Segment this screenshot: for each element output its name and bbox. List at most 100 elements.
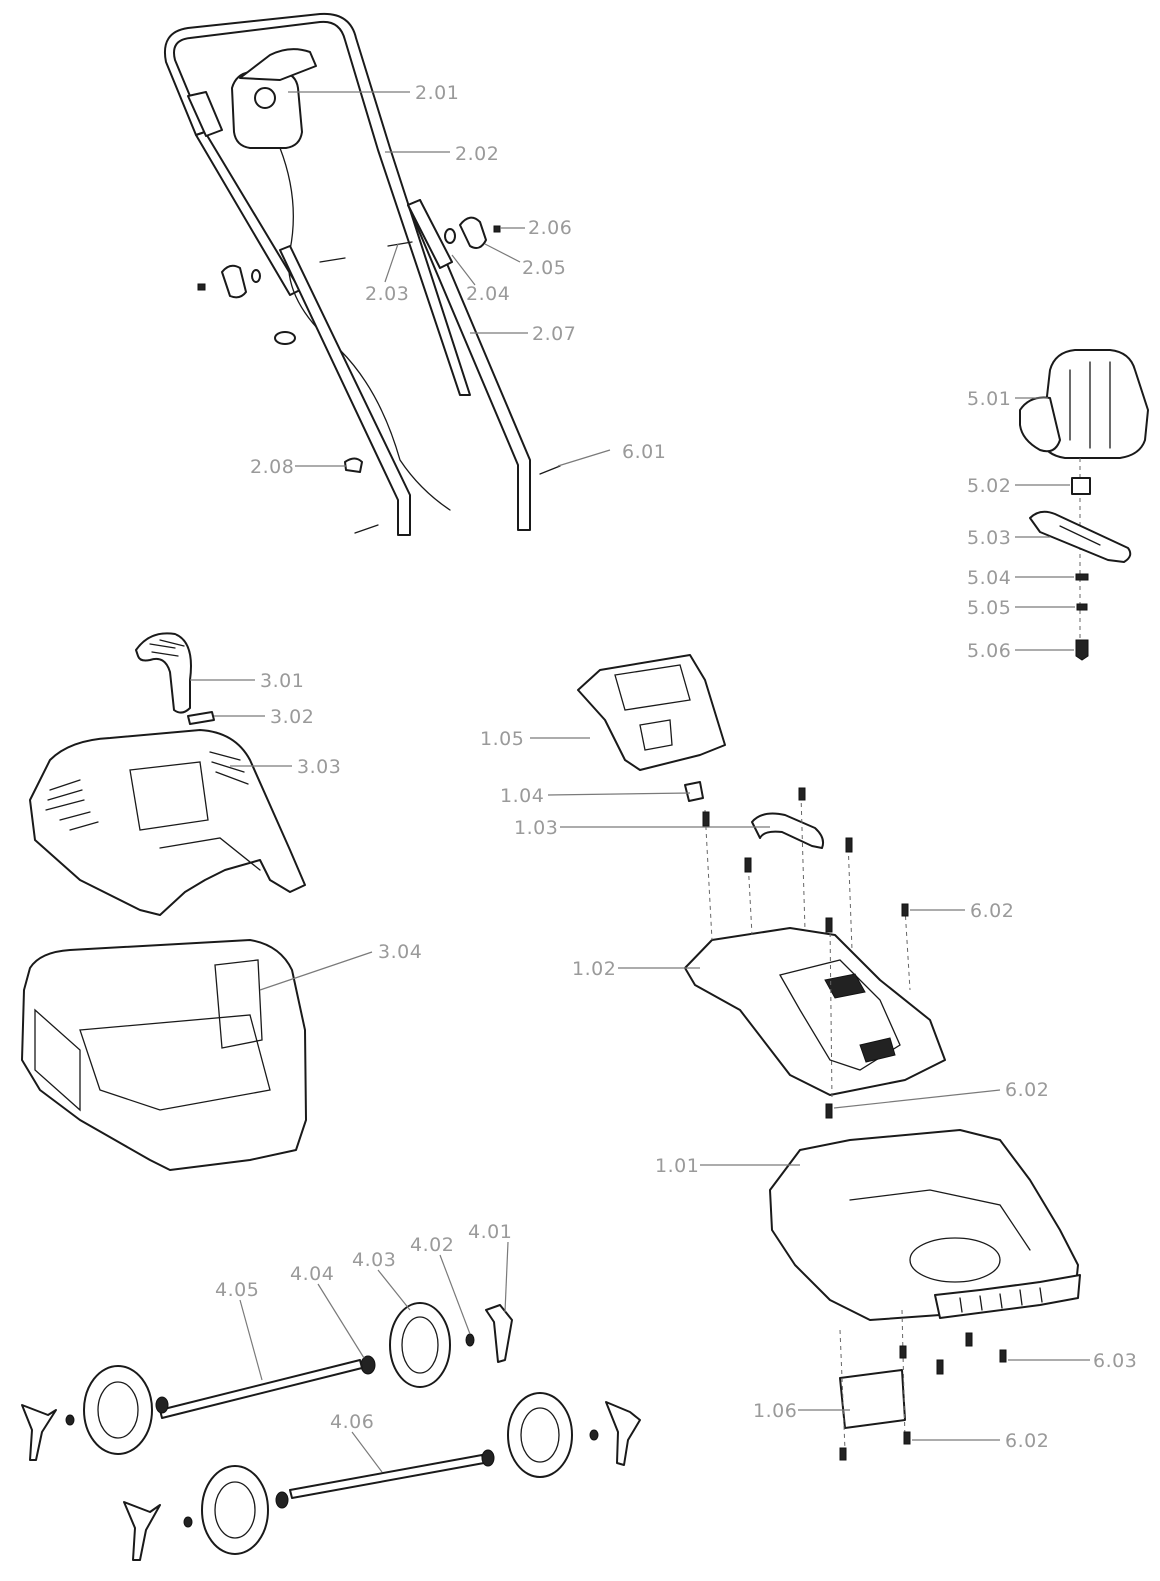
wheel-bracket-left — [21, 1404, 57, 1461]
wheel-bracket-front-left — [123, 1501, 161, 1561]
label-6.02-bottom: 6.02 — [1005, 1430, 1049, 1452]
spring-washer — [1076, 603, 1088, 611]
label-2.02: 2.02 — [455, 143, 499, 165]
cover-indicator — [824, 973, 866, 999]
screw — [999, 1349, 1007, 1363]
leader-3.04 — [259, 951, 373, 991]
label-5.06: 5.06 — [967, 640, 1011, 662]
screw — [839, 1447, 847, 1461]
right-knob — [459, 216, 487, 249]
wheel-hub — [401, 1316, 439, 1374]
handle-assembly — [164, 12, 611, 536]
motor-ribs — [1069, 361, 1111, 449]
wheel-front-right — [507, 1392, 573, 1478]
top-cover — [684, 927, 946, 1096]
deck-front-bumper — [934, 1274, 1081, 1319]
fastener-axes-top — [704, 794, 911, 1101]
label-1.03: 1.03 — [514, 817, 558, 839]
label-1.01: 1.01 — [655, 1155, 699, 1177]
wheel-rear-left — [83, 1365, 153, 1455]
leader-6.01 — [557, 449, 611, 467]
label-2.07: 2.07 — [532, 323, 576, 345]
part-labels: 2.01 2.02 2.03 2.04 2.05 2.06 2.07 2.08 … — [215, 82, 1137, 1452]
label-5.04: 5.04 — [967, 567, 1011, 589]
lid-vents-left — [45, 779, 99, 831]
wheel-bracket-4.01-upper — [485, 1304, 513, 1363]
label-2.05: 2.05 — [522, 257, 566, 279]
leader-4.03 — [377, 1269, 411, 1311]
blade-slot — [1059, 525, 1101, 546]
wheel-washer — [589, 1429, 599, 1441]
wheel-bearing — [155, 1396, 169, 1414]
motor-blade-assembly — [1015, 349, 1149, 661]
label-2.01: 2.01 — [415, 82, 459, 104]
safety-lever — [239, 48, 317, 81]
wheel-bearing — [360, 1355, 376, 1375]
cover-switch — [859, 1037, 896, 1063]
bag-mesh-left — [34, 1008, 81, 1112]
screw — [845, 837, 853, 853]
leader-6.02b — [833, 1089, 1001, 1109]
deck-blade-opening — [909, 1237, 1001, 1283]
handle-screw-left — [354, 524, 379, 534]
grass-box-lid — [29, 729, 306, 916]
screw — [798, 787, 806, 801]
label-6.01: 6.01 — [622, 441, 666, 463]
power-cable — [279, 147, 451, 511]
wheel-hub — [520, 1407, 560, 1463]
motor-base-ring — [1019, 396, 1061, 453]
blade-washer — [1075, 573, 1089, 581]
wheel-assembly — [21, 1241, 641, 1561]
label-6.03: 6.03 — [1093, 1350, 1137, 1372]
label-3.02: 3.02 — [270, 706, 314, 728]
grass-box-bag — [21, 939, 307, 1171]
label-2.03: 2.03 — [365, 283, 409, 305]
label-4.02: 4.02 — [410, 1234, 454, 1256]
screw — [903, 1431, 911, 1445]
label-5.02: 5.02 — [967, 475, 1011, 497]
screw — [901, 903, 909, 917]
wheel-hub — [214, 1481, 256, 1539]
upper-handle-bar — [164, 12, 471, 396]
label-4.04: 4.04 — [290, 1263, 334, 1285]
lid-channel — [159, 837, 261, 871]
label-1.04: 1.04 — [500, 785, 544, 807]
cable-grommet — [274, 331, 296, 345]
flap-hinge — [684, 781, 704, 802]
screw — [825, 917, 833, 933]
leader-2.04 — [451, 254, 476, 286]
bag-mesh-right — [214, 959, 263, 1049]
right-clamp-plate — [407, 199, 453, 269]
leader-1.04 — [547, 792, 691, 796]
right-washer — [444, 228, 456, 244]
lid-vents-right — [209, 751, 249, 785]
wheel-washer — [183, 1516, 193, 1528]
label-5.05: 5.05 — [967, 597, 1011, 619]
label-3.04: 3.04 — [378, 941, 422, 963]
left-lower-tube — [279, 245, 411, 536]
axle-rear — [159, 1359, 363, 1419]
handle-screw-right — [539, 465, 561, 475]
bag-inner-floor — [79, 1014, 271, 1111]
wheel-hub — [97, 1381, 139, 1439]
label-2.06: 2.06 — [528, 217, 572, 239]
box-handle-latch — [187, 711, 215, 725]
screw — [702, 811, 710, 827]
left-washer — [251, 269, 261, 283]
left-upper-tube — [195, 131, 301, 296]
wheel-rear-right — [389, 1302, 451, 1388]
label-4.05: 4.05 — [215, 1279, 259, 1301]
box-handle-grip — [149, 639, 185, 657]
cable-clip-lower — [344, 457, 363, 473]
left-knob — [221, 264, 247, 299]
flap-window — [639, 719, 673, 751]
label-3.01: 3.01 — [260, 670, 304, 692]
label-4.06: 4.06 — [330, 1411, 374, 1433]
leader-2.03 — [384, 243, 399, 283]
right-nut — [493, 225, 501, 233]
screw — [965, 1332, 973, 1347]
right-bolt — [387, 241, 413, 247]
wheel-bearing — [481, 1449, 495, 1467]
label-2.04: 2.04 — [466, 283, 510, 305]
